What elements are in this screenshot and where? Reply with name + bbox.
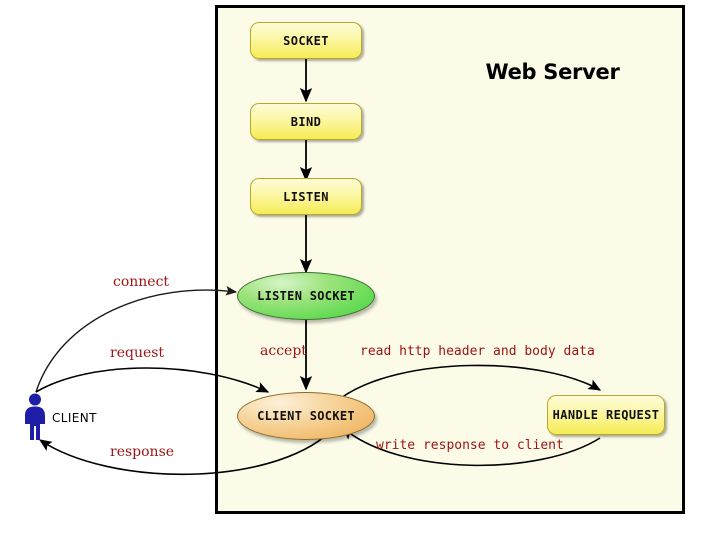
edge-label-response: response xyxy=(110,444,175,460)
node-listen-socket[interactable]: LISTEN SOCKET xyxy=(237,272,375,320)
edge-label-write: write response to client xyxy=(376,438,564,453)
edge-label-request: request xyxy=(110,345,165,361)
node-client-socket[interactable]: CLIENT SOCKET xyxy=(237,392,375,440)
web-server-title: Web Server xyxy=(485,60,620,84)
edge-label-read: read http header and body data xyxy=(360,344,595,359)
node-listen-socket-label: LISTEN SOCKET xyxy=(257,289,355,303)
node-listen[interactable]: LISTEN xyxy=(250,178,362,215)
edge-label-accept: accept xyxy=(260,343,307,359)
edge-connect xyxy=(35,286,238,393)
node-handle-request-label: HANDLE REQUEST xyxy=(552,408,660,422)
node-socket[interactable]: SOCKET xyxy=(250,22,362,59)
node-bind[interactable]: BIND xyxy=(250,103,362,140)
client-actor-icon[interactable] xyxy=(22,393,48,441)
edge-label-connect: connect xyxy=(113,274,170,290)
node-handle-request[interactable]: HANDLE REQUEST xyxy=(547,395,665,435)
client-actor-label: CLIENT xyxy=(52,411,97,425)
node-socket-label: SOCKET xyxy=(283,33,329,48)
node-bind-label: BIND xyxy=(290,114,322,129)
node-client-socket-label: CLIENT SOCKET xyxy=(257,409,355,423)
node-listen-label: LISTEN xyxy=(283,189,329,204)
